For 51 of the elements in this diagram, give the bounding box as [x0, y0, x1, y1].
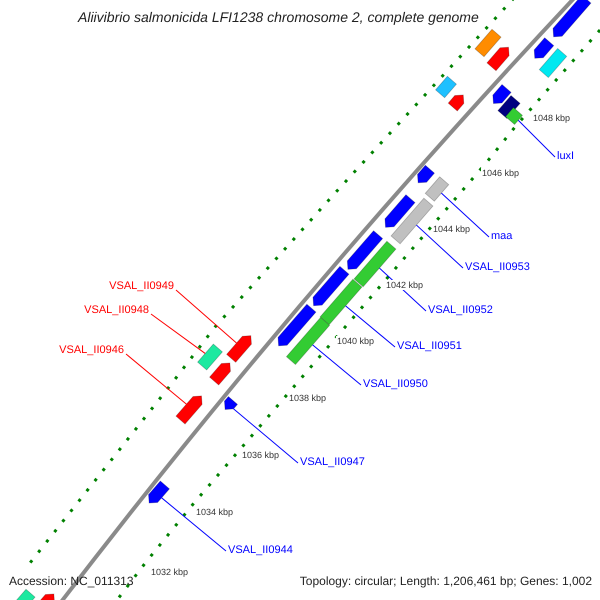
tick-label: 1046 kbp [481, 168, 520, 178]
tick-label: 1044 kbp [432, 224, 472, 234]
gene-label: VSAL_II0952 [428, 304, 493, 317]
gene-feature [417, 164, 435, 184]
leader-line [233, 408, 298, 464]
tick-label: 1048 kbp [532, 113, 572, 123]
gene-label: VSAL_II0946 [59, 344, 124, 357]
gene-feature [278, 304, 316, 346]
gene-label: VSAL_II0948 [84, 304, 149, 317]
leader-line [176, 290, 237, 344]
map-title: Aliivibrio salmonicida LFI1238 chromosome 2, complete genome [78, 9, 479, 25]
leader-line [440, 192, 490, 238]
gene-feature [346, 230, 384, 270]
leader-line [161, 497, 226, 552]
gene-label: VSAL_II0950 [363, 378, 428, 391]
gene-feature [486, 46, 510, 72]
gene-feature [175, 396, 202, 425]
leader-line [312, 344, 362, 386]
gene-feature [148, 480, 170, 504]
gene-feature [384, 194, 416, 228]
gene-label: VSAL_II0951 [397, 340, 462, 353]
gene-feature [448, 94, 464, 112]
gene-feature [552, 0, 592, 38]
gene-feature [226, 335, 252, 363]
gene-label: luxI [557, 150, 574, 163]
topology-note: Topology: circular; Length: 1,206,461 bp; Genes: 1,002 [300, 574, 592, 588]
gene-label: VSAL_II0949 [109, 280, 174, 293]
gene-label: VSAL_II0944 [228, 544, 293, 557]
accession-note: Accession: NC_011313 [9, 574, 134, 588]
gene-label: VSAL_II0947 [300, 456, 365, 469]
leader-line [345, 305, 396, 348]
tick-label: 1032 kbp [150, 567, 190, 577]
leader-line [126, 354, 187, 405]
tick-label: 1034 kbp [195, 507, 234, 517]
gene-label: maa [491, 230, 512, 243]
gene-segment [390, 198, 434, 244]
gene-feature [492, 84, 512, 104]
leader-line [416, 224, 464, 268]
gene-feature [209, 362, 231, 386]
gene-segment [504, 106, 524, 126]
leader-line [518, 120, 556, 158]
gene-feature [534, 37, 554, 59]
tick-label: 1042 kbp [385, 280, 424, 290]
leader-line [150, 314, 206, 354]
tick-label: 1038 kbp [288, 393, 328, 403]
tick-label: 1036 kbp [241, 450, 280, 460]
tick-label: 1040 kbp [336, 336, 376, 346]
gene-label: VSAL_II0953 [465, 261, 530, 274]
gene-feature [312, 266, 350, 306]
gene-segment [424, 176, 450, 202]
gene-feature [224, 396, 238, 410]
